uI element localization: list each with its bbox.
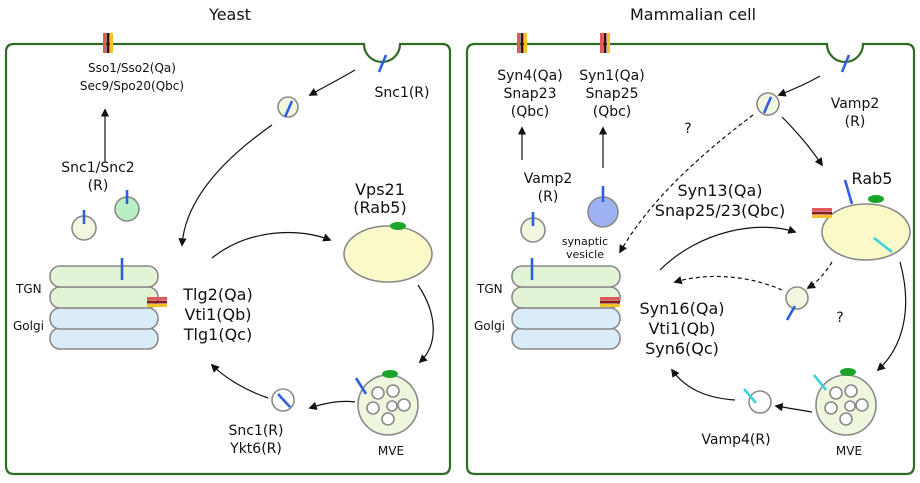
yeast-tgn-to-endosome-arrow: [211, 231, 332, 259]
yeast-rab5-label: (Rab5): [353, 198, 406, 217]
mammal-vesicle-label: vesicle: [566, 248, 604, 261]
mammal-snap23: Snap23: [503, 86, 556, 102]
mammal-endosome-to-vesicle-dashed: [806, 261, 833, 289]
mammal-syn1: Syn1(Qa): [579, 68, 644, 84]
mammal-endosome-vamp4: [873, 236, 893, 254]
yeast-snc1-label: Snc1(R): [374, 85, 429, 101]
yeast-pm-snare-qbc: Sec9/Spo20(Qbc): [80, 79, 184, 93]
mammal-pm-vamp2: [840, 54, 851, 73]
mammal-mve-to-vesicle-arrow: [774, 402, 813, 413]
yeast-mve: [354, 370, 419, 436]
mammal-recycling-arrow: [671, 368, 736, 401]
mammal-vamp2-mid-r: (R): [538, 189, 559, 205]
mammal-retrograde-vesicle: [785, 286, 809, 310]
yeast-mve-label: MVE: [378, 444, 404, 458]
mammal-endocytosis-arrow: [777, 75, 821, 97]
mammal-vamp2-mid: Vamp2: [524, 171, 573, 187]
yeast-snc1-snc2-r: (R): [88, 178, 109, 194]
yeast-vps21-label: Vps21: [355, 180, 405, 199]
yeast-pm-snare-qa: Sso1/Sso2(Qa): [88, 61, 176, 75]
yeast-golgi-snare-qa: Tlg2(Qa): [182, 285, 252, 304]
yeast-recycling-arrow: [210, 363, 269, 399]
mammal-mve: [812, 368, 877, 436]
yeast-pm-snc1: [377, 54, 388, 73]
mammal-vti1: Vti1(Qb): [648, 319, 715, 338]
mammal-syn16: Syn16(Qa): [639, 299, 724, 318]
mammal-endosome-qsnare: [812, 208, 832, 218]
mammal-vamp2-top-r: (R): [845, 114, 866, 130]
mammal-to-endosome-arrow: [781, 116, 823, 167]
mammal-vamp4-label: Vamp4(R): [701, 432, 770, 448]
yeast-endocytosis-arrow: [308, 69, 356, 96]
mammal-pm-qsnare-left: [517, 33, 527, 53]
yeast-vps21-marker: [390, 222, 406, 230]
mammal-vamp2-top: Vamp2: [831, 96, 880, 112]
yeast-snc1-snc2-label: Snc1/Snc2: [61, 160, 134, 176]
yeast-recycling-snc1: Snc1(R): [228, 423, 283, 439]
yeast-recycling-ykt6: Ykt6(R): [229, 441, 282, 457]
yeast-early-endosome: [343, 225, 433, 283]
mammal-question-2: ?: [836, 310, 843, 326]
yeast-golgi-stack: [49, 258, 167, 350]
mammal-vamp4-vesicle: [748, 390, 772, 414]
mammal-golgi-stack: [511, 258, 621, 350]
mammal-title: Mammalian cell: [630, 5, 756, 24]
mammal-vesicle-to-tgn-dashed: [673, 275, 783, 291]
mammal-synaptic-label: synaptic: [562, 235, 608, 248]
yeast-golgi-snare-qc: Tlg1(Qc): [183, 325, 252, 344]
yeast-title: Yeast: [208, 5, 251, 24]
mammal-panel: Mammalian cell Syn4(Qa) Snap23 (Qbc) Syn…: [465, 5, 916, 476]
yeast-panel: Yeast Sso1/Sso2(Qa) Sec9/Spo20(Qbc) Snc1…: [4, 5, 452, 476]
mammal-rab5-label: Rab5: [852, 169, 893, 188]
mammal-syn6: Syn6(Qc): [645, 339, 719, 358]
mammal-mve-label: MVE: [836, 444, 862, 458]
yeast-to-tgn-arrow: [178, 124, 273, 247]
yeast-maturation-arrow: [417, 284, 434, 364]
mammal-rab5-marker: [868, 195, 884, 203]
mammal-tgn-label: TGN: [476, 282, 503, 296]
yeast-mve-to-vesicle-arrow: [308, 400, 356, 410]
mammal-snap25-23: Snap25/23(Qbc): [655, 201, 785, 220]
mammal-qbc-left: (Qbc): [511, 104, 550, 120]
yeast-tgn-label: TGN: [15, 282, 42, 296]
mammal-pm-qsnare-right: [600, 33, 610, 53]
mammal-snap25: Snap25: [585, 86, 638, 102]
mammal-tgn-to-endosome-arrow: [659, 225, 797, 271]
mammal-golgi-label: Golgi: [474, 319, 505, 333]
mammal-early-endosome: [821, 203, 911, 261]
yeast-golgi-snare-qb: Vti1(Qb): [184, 305, 251, 324]
mammal-question-1: ?: [684, 121, 691, 137]
mammal-qbc-right: (Qbc): [593, 104, 632, 120]
mammal-syn4: Syn4(Qa): [497, 68, 562, 84]
yeast-pm-qsnare: [103, 33, 113, 53]
mammal-endocytic-to-tgn-dashed: [619, 114, 754, 254]
yeast-golgi-label: Golgi: [13, 319, 44, 333]
mammal-syn13: Syn13(Qa): [677, 181, 762, 200]
mammal-maturation-arrow: [876, 261, 907, 372]
